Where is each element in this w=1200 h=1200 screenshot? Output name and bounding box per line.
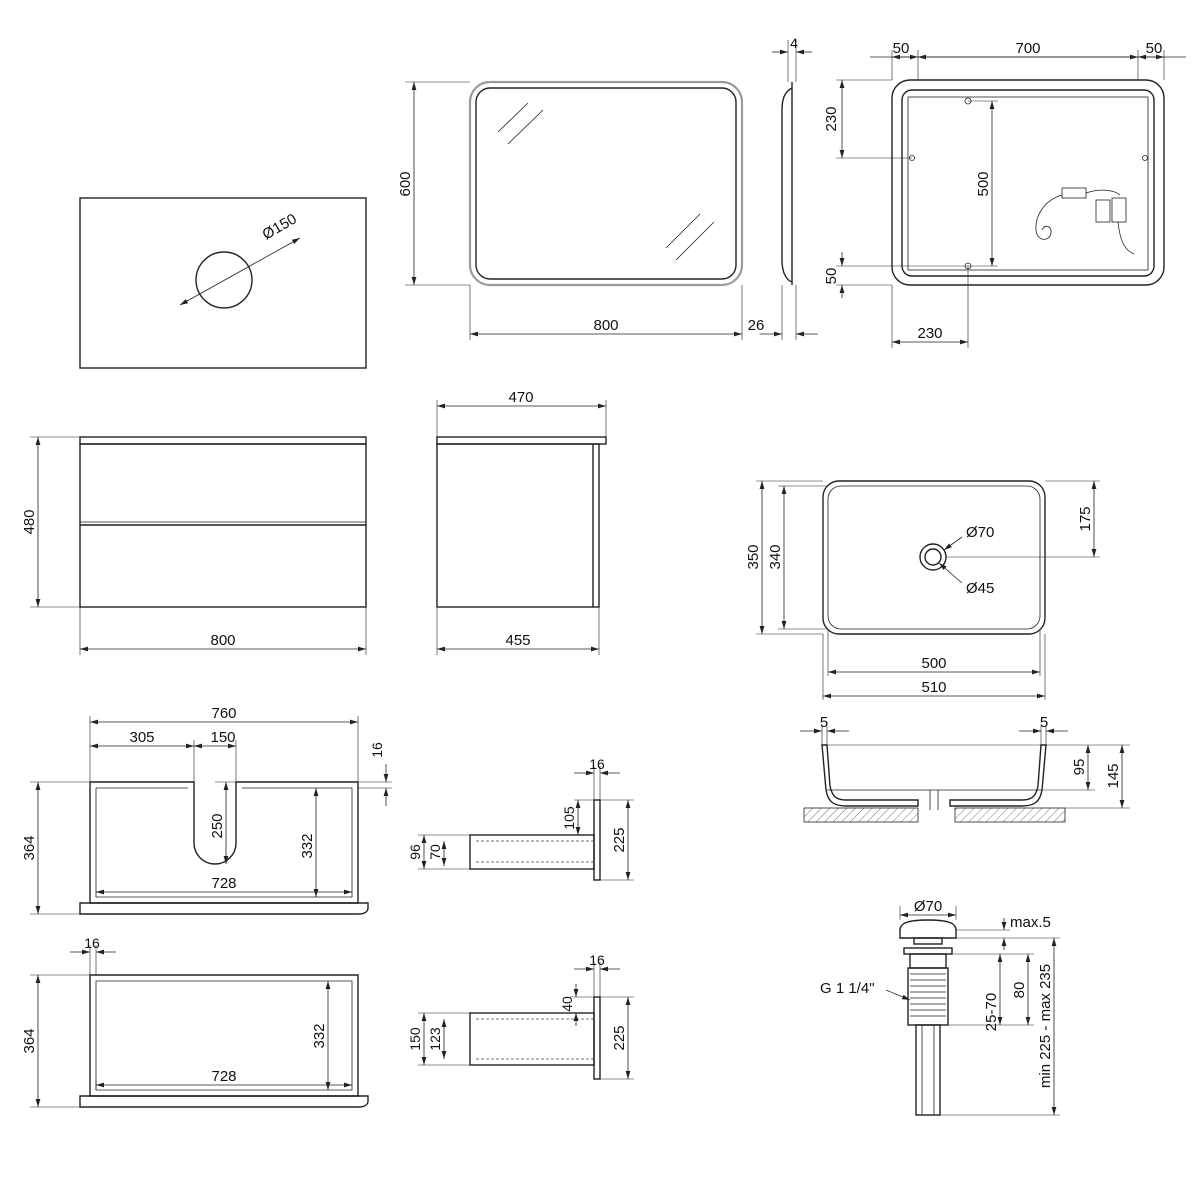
- drain-max-label: max.5: [1010, 914, 1051, 931]
- basin-inner-width-label: 500: [921, 655, 946, 672]
- drawer-cut-depth-label: 250: [209, 813, 226, 838]
- drawer-height-label: 364: [21, 835, 38, 860]
- basin-section-outer-h-label: 145: [1105, 763, 1122, 788]
- drawer-left-label: 305: [129, 729, 154, 746]
- basin-section-inner-h-label: 95: [1071, 759, 1088, 776]
- drain-thread: [910, 973, 946, 1017]
- basin-center-label: 175: [1077, 506, 1094, 531]
- basin-inner-height-label: 340: [767, 544, 784, 569]
- basin-outer-height-label: 350: [745, 544, 762, 569]
- mirror-depth-top-label: 4: [790, 35, 798, 51]
- mirror-back-left-label: 50: [893, 40, 910, 57]
- cabinet-height-label: 480: [21, 509, 38, 534]
- hole-diameter-label: Ø150: [260, 210, 300, 243]
- cabinet-width-label: 800: [210, 632, 235, 649]
- basin-section-left-label: 5: [820, 714, 828, 731]
- drawer-inner-h-label: 332: [299, 833, 316, 858]
- drawer2-inner-w-label: 728: [211, 1068, 236, 1085]
- runner2-thick-label: 16: [589, 952, 605, 968]
- mirror-back-vertical-label: 500: [975, 171, 992, 196]
- runner-bottom-view: 16 40 225 150 123: [407, 952, 634, 1080]
- mirror-front-view: 600 800: [397, 80, 744, 340]
- mirror-height-label: 600: [397, 171, 414, 196]
- cabinet-side-bottom-label: 455: [505, 632, 530, 649]
- basin-outer-width-label: 510: [921, 679, 946, 696]
- runner2-h1-label: 150: [407, 1027, 423, 1051]
- drawer-top-view: 760 305 150 16 364 250 332 728: [21, 705, 392, 915]
- drawer-cut-label: 150: [210, 729, 235, 746]
- cabinet-front-view: 480 800: [21, 436, 367, 655]
- basin-drain-outer-label: Ø70: [966, 524, 994, 541]
- basin-section-view: 5 5 95 145: [800, 714, 1130, 823]
- cabinet-side-top-label: 470: [508, 389, 533, 406]
- drain-thread-label: G 1 1/4": [820, 980, 875, 997]
- drain-h80-label: 80: [1011, 982, 1028, 999]
- mirror-back-right-label: 50: [1146, 40, 1163, 57]
- mirror-side-view: 4 26: [748, 35, 818, 340]
- drawer2-thick-label: 16: [84, 935, 100, 951]
- mirror-back-view: 50 700 50 230 500 50 230: [823, 40, 1186, 348]
- runner1-h2-label: 70: [427, 844, 443, 860]
- basin-drain-inner: [924, 548, 942, 566]
- runner1-total-label: 225: [611, 827, 628, 852]
- runner2-total-label: 225: [611, 1025, 628, 1050]
- runner-top-view: 16 105 225 96 70: [407, 756, 634, 881]
- mirror-depth-bottom-label: 26: [748, 317, 765, 334]
- drain-dia-label: Ø70: [914, 898, 942, 915]
- countertop-view: Ø150: [79, 197, 367, 369]
- basin-drain-inner-label: Ø45: [966, 580, 994, 597]
- drawer-width-label: 760: [211, 705, 236, 722]
- cabinet-side-view: 470 455: [436, 389, 607, 655]
- runner2-h2-label: 123: [427, 1027, 443, 1051]
- drawer2-height-label: 364: [21, 1028, 38, 1053]
- drain-view: Ø70 max.5 80 25-70 min 225 - max 235 G 1…: [820, 898, 1060, 1116]
- runner1-thick-label: 16: [589, 756, 605, 772]
- runner1-upper-label: 105: [561, 806, 577, 830]
- basin-section-right-label: 5: [1040, 714, 1048, 731]
- runner1-h1-label: 96: [407, 844, 423, 860]
- mirror-back-bottom-width-label: 230: [917, 325, 942, 342]
- drawer-thick-label: 16: [369, 742, 385, 758]
- runner2-upper-label: 40: [559, 996, 575, 1012]
- basin-top-view: 350 340 175 Ø70 Ø45 500 510: [745, 480, 1100, 700]
- drain-range-label: 25-70: [983, 993, 1000, 1031]
- drawer-inner-w-label: 728: [211, 875, 236, 892]
- mirror-back-top-offset-label: 230: [823, 106, 840, 131]
- mirror-width-label: 800: [593, 317, 618, 334]
- drawer-bottom-view: 16 364 332 728: [21, 935, 369, 1108]
- mirror-back-bottom-offset-label: 50: [823, 268, 840, 285]
- mirror-back-mid-label: 700: [1015, 40, 1040, 57]
- drawer2-inner-h-label: 332: [311, 1023, 328, 1048]
- drain-total-label: min 225 - max 235: [1037, 964, 1054, 1088]
